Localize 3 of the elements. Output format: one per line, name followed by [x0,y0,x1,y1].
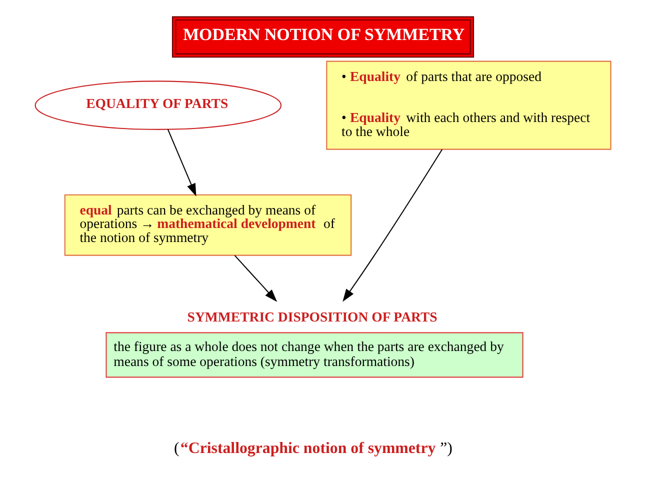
diagram-title: MODERN NOTION OF SYMMETRY [183,24,465,44]
label: (“Cristallographic notion of symmetry”) [174,440,452,457]
node-label: SYMMETRIC DISPOSITION OF PARTS [187,309,438,324]
